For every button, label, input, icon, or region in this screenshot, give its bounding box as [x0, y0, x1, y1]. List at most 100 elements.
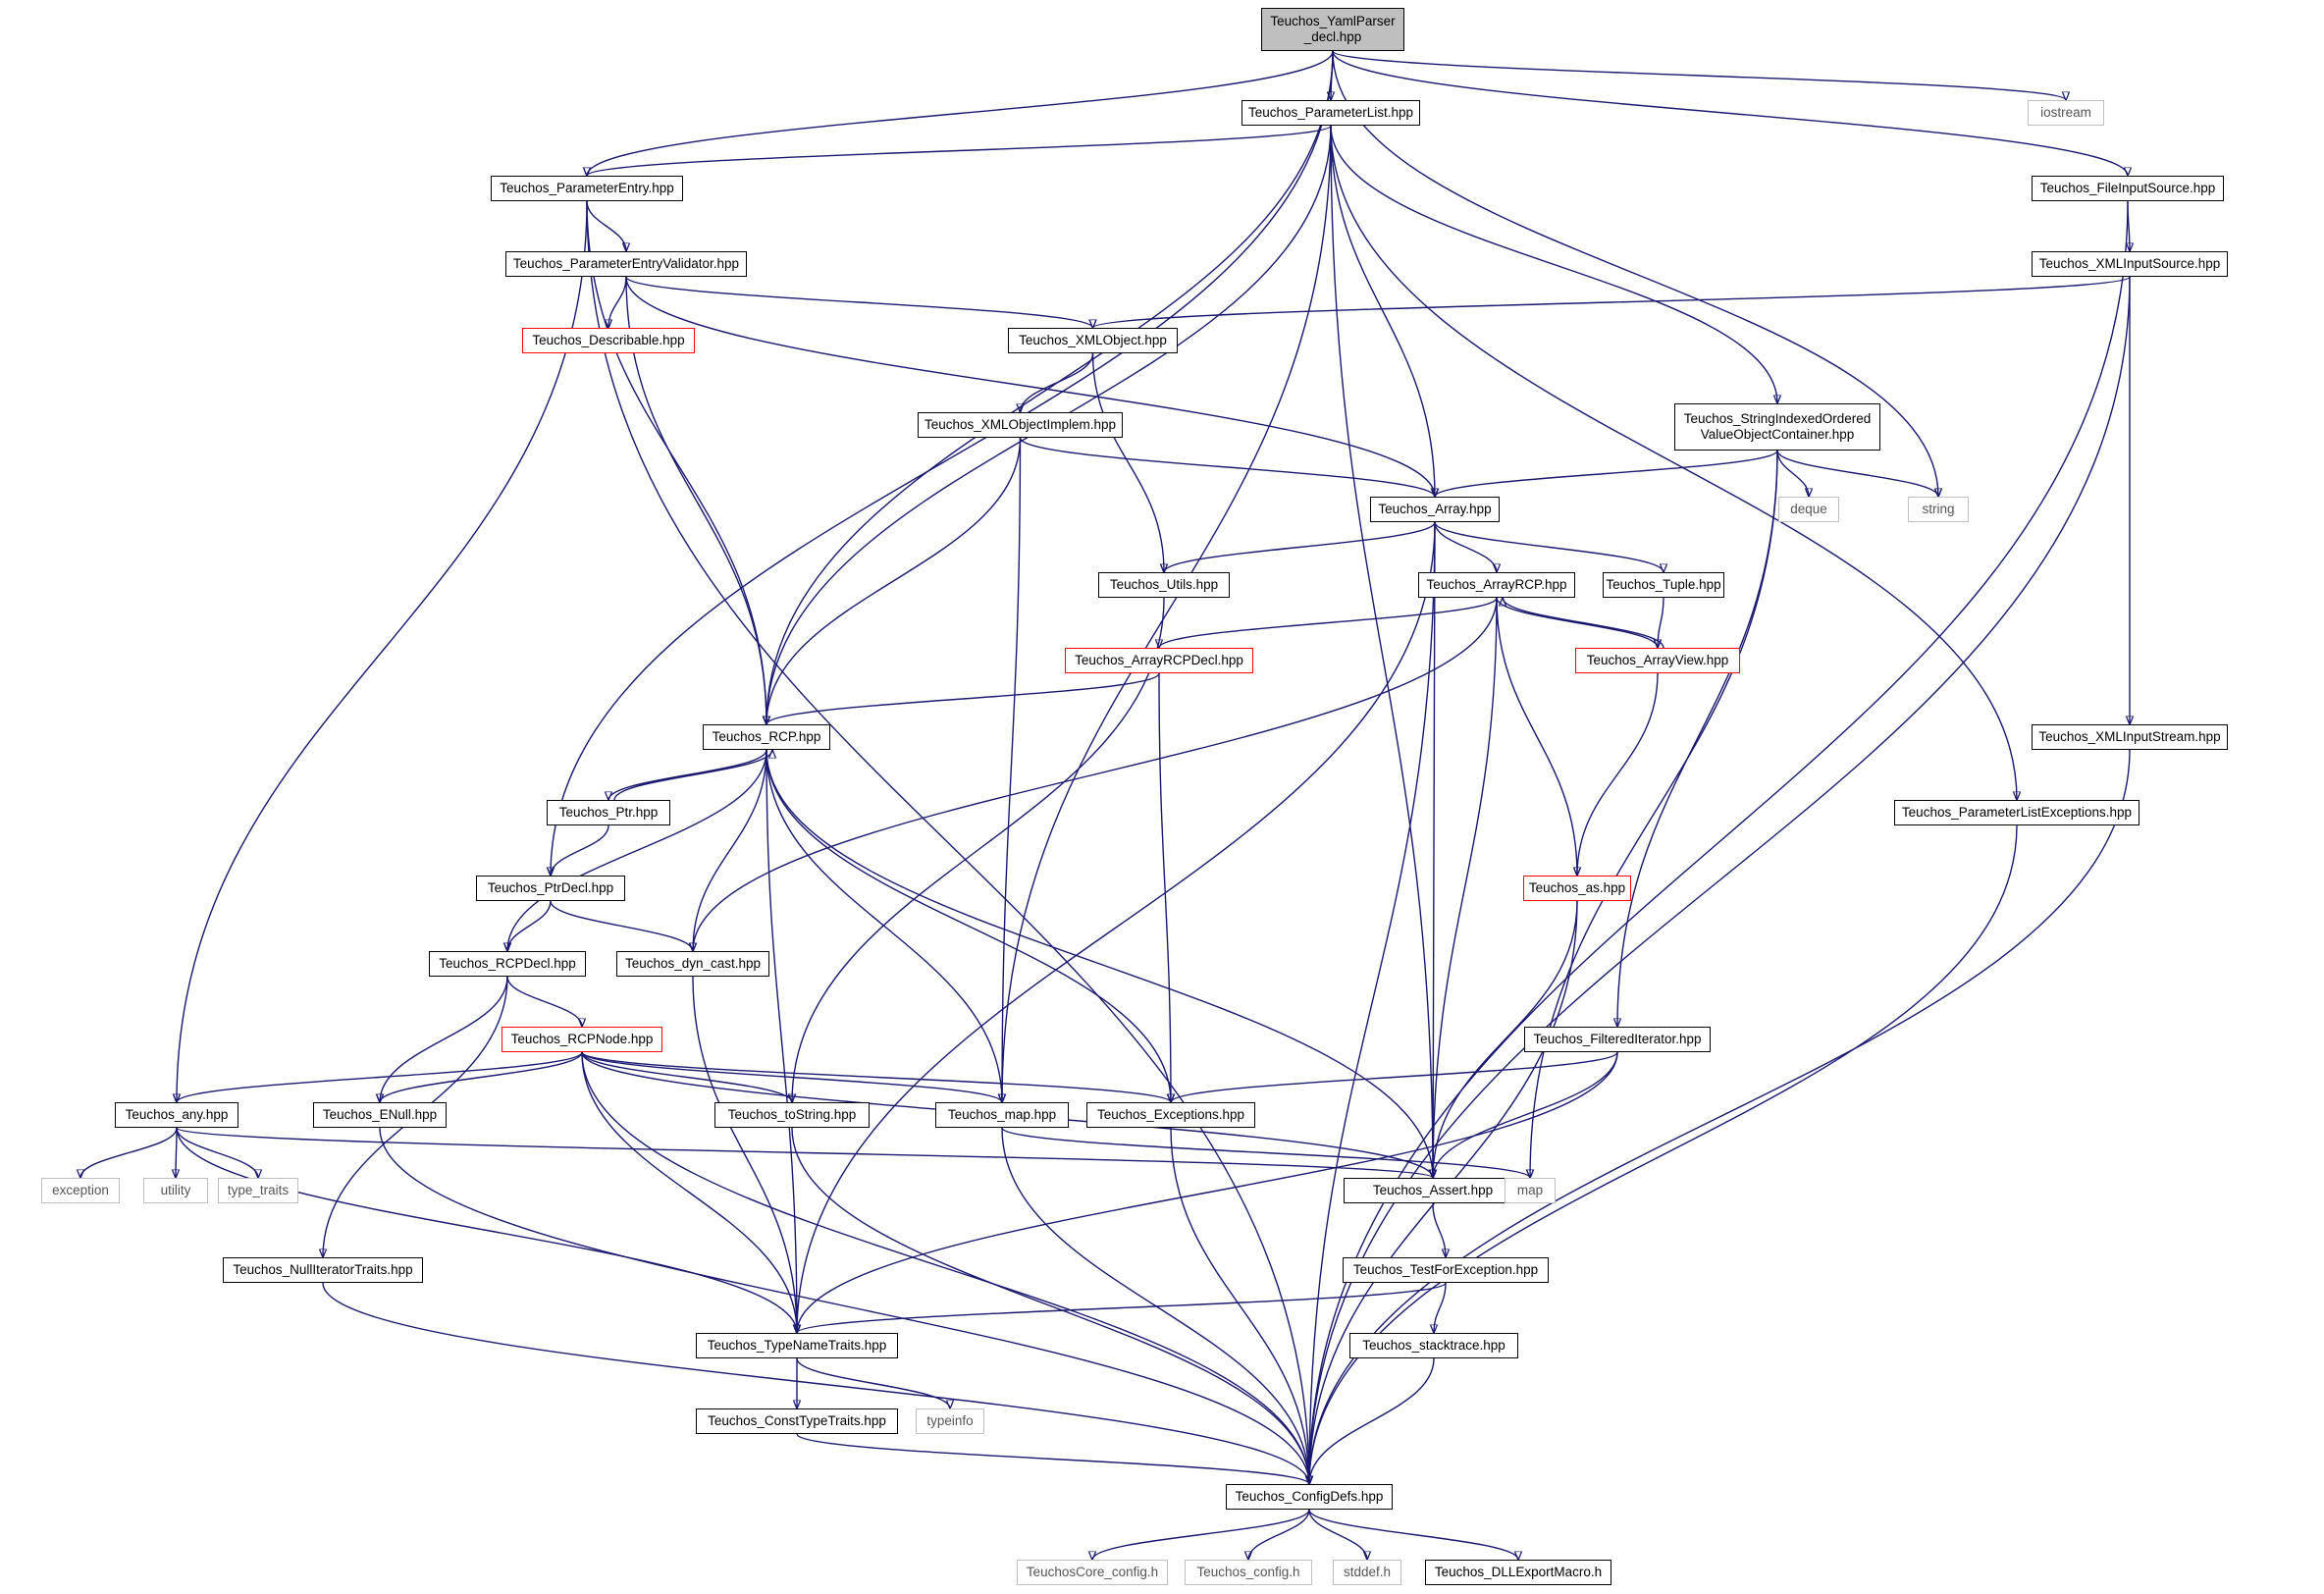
- node-arrayrcp[interactable]: Teuchos_ArrayRCP.hpp: [1418, 572, 1575, 598]
- edge-plist-to-sivoc: [1330, 125, 1777, 403]
- edge-sivoc-to-deque: [1776, 450, 1809, 497]
- edge-arrayrcp-to-as: [1496, 597, 1577, 876]
- node-testforexc[interactable]: Teuchos_TestForException.hpp: [1343, 1257, 1549, 1283]
- node-sivoc[interactable]: Teuchos_StringIndexedOrdered ValueObject…: [1674, 403, 1880, 451]
- node-pev[interactable]: Teuchos_ParameterEntryValidator.hpp: [505, 251, 747, 277]
- node-rcpdecl[interactable]: Teuchos_RCPDecl.hpp: [429, 951, 586, 977]
- edge-configdefs-to-coreconfig: [1092, 1509, 1310, 1560]
- node-typename[interactable]: Teuchos_TypeNameTraits.hpp: [696, 1333, 898, 1358]
- node-stddef: stddef.h: [1333, 1560, 1401, 1585]
- node-array[interactable]: Teuchos_Array.hpp: [1370, 497, 1500, 522]
- edge-pentry-to-pev: [586, 200, 626, 251]
- edge-rcpdecl-to-enull: [380, 976, 508, 1102]
- edge-root-to-pentry: [587, 50, 1334, 176]
- node-tuple[interactable]: Teuchos_Tuple.hpp: [1603, 572, 1724, 598]
- edge-assert-to-testforexc: [1432, 1202, 1446, 1257]
- edge-tuple-to-arrayview: [1658, 597, 1664, 648]
- edge-xmlimplem-to-rcp: [766, 437, 1022, 724]
- node-dyncast[interactable]: Teuchos_dyn_cast.hpp: [616, 951, 769, 977]
- edge-root-to-rcp: [766, 50, 1334, 724]
- edge-plexc-to-configdefs: [1309, 824, 2018, 1484]
- edge-configdefs-to-stddef: [1308, 1509, 1367, 1560]
- node-xmlinputsrc[interactable]: Teuchos_XMLInputSource.hpp: [2032, 251, 2228, 277]
- node-plexc[interactable]: Teuchos_ParameterListExceptions.hpp: [1894, 800, 2139, 825]
- edge-root-to-string: [1332, 50, 1938, 497]
- node-any[interactable]: Teuchos_any.hpp: [115, 1102, 238, 1128]
- edge-rcp-to-ptr: [608, 749, 767, 800]
- node-plist[interactable]: Teuchos_ParameterList.hpp: [1241, 100, 1420, 126]
- edge-arrayview-to-arrayrcp: [1503, 598, 1664, 649]
- edge-any-to-typename: [176, 1127, 797, 1333]
- edge-rcp-to-typename: [766, 749, 797, 1333]
- edge-enull-to-configdefs: [379, 1127, 1309, 1484]
- edge-pev-to-array: [625, 276, 1435, 497]
- node-nulliter[interactable]: Teuchos_NullIteratorTraits.hpp: [223, 1257, 423, 1283]
- edge-array-to-typename: [797, 521, 1436, 1333]
- node-configdefs[interactable]: Teuchos_ConfigDefs.hpp: [1226, 1484, 1393, 1510]
- node-filtered[interactable]: Teuchos_FilteredIterator.hpp: [1524, 1027, 1711, 1052]
- edge-array-to-arrayrcp: [1434, 521, 1497, 572]
- node-string: string: [1908, 497, 1969, 522]
- node-ptrdecl[interactable]: Teuchos_PtrDecl.hpp: [476, 876, 625, 901]
- edge-arrayrcpdecl-to-rcp: [766, 672, 1160, 725]
- edge-array-to-configdefs: [1309, 521, 1436, 1484]
- edge-root-to-ptrdecl: [551, 50, 1334, 876]
- edge-filtered-to-assert: [1433, 1051, 1618, 1178]
- edge-tostring-to-configdefs: [791, 1127, 1309, 1484]
- node-map: map: [1505, 1178, 1556, 1203]
- node-exception: exception: [41, 1178, 120, 1203]
- edge-fileinput-to-configdefs: [1309, 200, 2129, 1484]
- edge-pentry-to-configdefs: [586, 200, 1309, 1484]
- node-tconfig: Teuchos_config.h: [1185, 1560, 1312, 1585]
- node-typeinfo: typeinfo: [916, 1408, 984, 1434]
- edge-rcpnode-to-configdefs: [581, 1051, 1309, 1484]
- node-xmlinputstream[interactable]: Teuchos_XMLInputStream.hpp: [2032, 724, 2228, 750]
- edge-any-to-utility: [176, 1127, 177, 1178]
- edge-any-to-exception: [80, 1127, 178, 1178]
- edge-root-to-iostream: [1332, 50, 2066, 101]
- edge-exceptions-to-configdefs: [1170, 1127, 1309, 1484]
- edge-arrayrcp-to-dyncast: [693, 597, 1498, 951]
- node-xmlobject[interactable]: Teuchos_XMLObject.hpp: [1008, 328, 1178, 353]
- edge-rcpnode-to-enull: [380, 1051, 583, 1102]
- node-xmlimplem[interactable]: Teuchos_XMLObjectImplem.hpp: [918, 412, 1123, 438]
- edge-sivoc-to-array: [1435, 450, 1778, 498]
- edge-rcp-to-exceptions: [766, 749, 1171, 1102]
- node-describable[interactable]: Teuchos_Describable.hpp: [522, 328, 695, 353]
- node-fileinput[interactable]: Teuchos_FileInputSource.hpp: [2032, 176, 2224, 201]
- edge-pev-to-describable: [608, 276, 627, 328]
- node-root[interactable]: Teuchos_YamlParser _decl.hpp: [1261, 8, 1404, 51]
- edge-rcpnode-to-tmap: [581, 1051, 1002, 1103]
- edge-pentry-to-rcp: [586, 200, 766, 724]
- edge-xmlimplem-to-tmap: [1002, 437, 1022, 1102]
- node-arrayview[interactable]: Teuchos_ArrayView.hpp: [1575, 648, 1740, 673]
- node-utils[interactable]: Teuchos_Utils.hpp: [1098, 572, 1230, 598]
- node-assert[interactable]: Teuchos_Assert.hpp: [1344, 1178, 1522, 1203]
- node-tostring[interactable]: Teuchos_toString.hpp: [714, 1102, 870, 1128]
- node-stacktrace[interactable]: Teuchos_stacktrace.hpp: [1349, 1333, 1518, 1358]
- node-as[interactable]: Teuchos_as.hpp: [1523, 876, 1631, 901]
- edge-ptr-to-rcp: [613, 750, 772, 801]
- node-ptr[interactable]: Teuchos_Ptr.hpp: [547, 800, 670, 825]
- edge-array-to-tuple: [1434, 521, 1664, 572]
- node-consttype[interactable]: Teuchos_ConstTypeTraits.hpp: [696, 1408, 898, 1434]
- edge-any-to-assert: [176, 1127, 1433, 1178]
- edge-ptr-to-ptrdecl: [551, 824, 609, 876]
- node-deque: deque: [1778, 497, 1839, 522]
- edge-ptrdecl-to-dyncast: [550, 900, 693, 951]
- node-rcpnode[interactable]: Teuchos_RCPNode.hpp: [502, 1027, 662, 1052]
- node-arrayrcpdecl[interactable]: Teuchos_ArrayRCPDecl.hpp: [1065, 648, 1253, 673]
- node-rcp[interactable]: Teuchos_RCP.hpp: [703, 724, 830, 750]
- edge-stacktrace-to-configdefs: [1309, 1357, 1435, 1484]
- edge-rcp-to-rcpdecl: [507, 749, 767, 951]
- node-dllexport[interactable]: Teuchos_DLLExportMacro.h: [1425, 1560, 1611, 1585]
- node-pentry[interactable]: Teuchos_ParameterEntry.hpp: [491, 176, 683, 201]
- edge-arrayrcpdecl-to-exceptions: [1158, 672, 1171, 1102]
- node-exceptions[interactable]: Teuchos_Exceptions.hpp: [1086, 1102, 1255, 1128]
- edge-filtered-to-exceptions: [1171, 1051, 1618, 1103]
- node-enull[interactable]: Teuchos_ENull.hpp: [313, 1102, 447, 1128]
- node-tmap[interactable]: Teuchos_map.hpp: [935, 1102, 1069, 1128]
- edge-tmap-to-map: [1001, 1127, 1530, 1179]
- edge-consttype-to-configdefs: [796, 1433, 1309, 1485]
- edge-rcpnode-to-typename: [581, 1051, 797, 1333]
